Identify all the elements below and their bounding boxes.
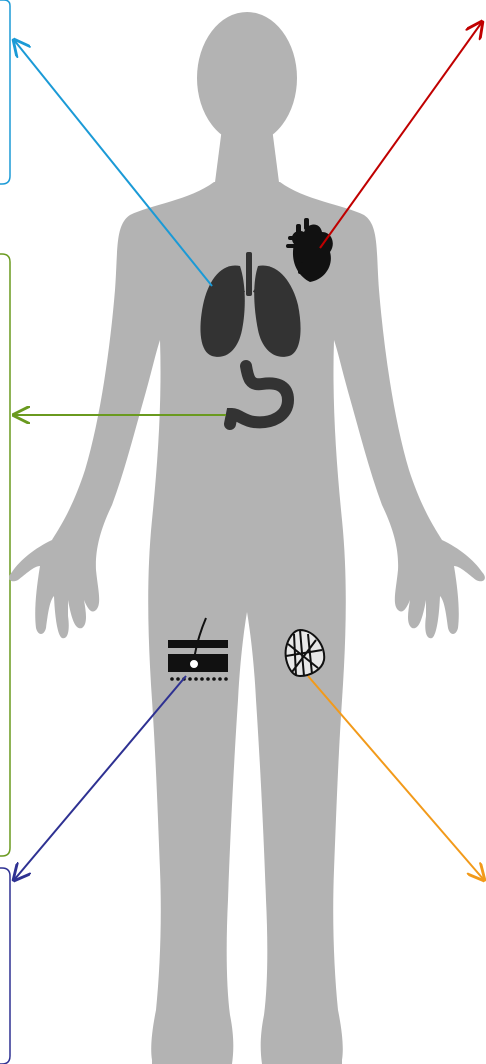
- heart-connector: [320, 22, 482, 248]
- lungs-box: [0, 0, 10, 184]
- skin-box: [0, 868, 10, 1064]
- body-silhouette: [9, 12, 485, 1064]
- stomach-box: [0, 254, 10, 856]
- lungs-connector: [14, 40, 212, 286]
